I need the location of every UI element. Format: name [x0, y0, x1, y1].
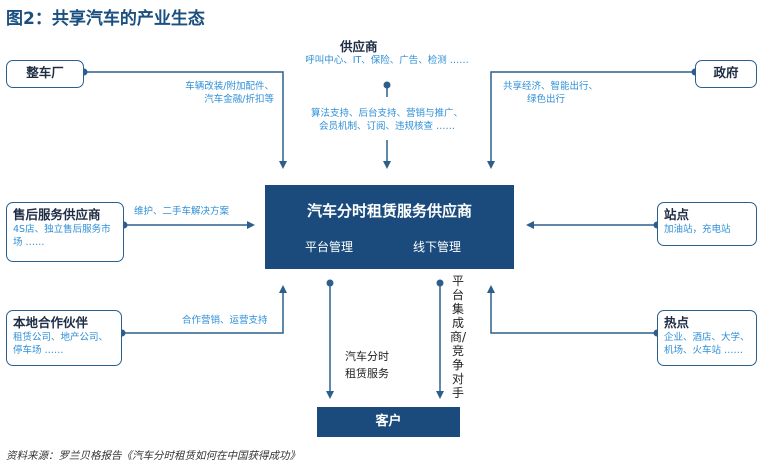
offline-management-label: 线下管理	[413, 240, 462, 254]
platform-management-label: 平台管理	[305, 240, 354, 254]
service-arrow	[326, 279, 334, 399]
customer-box: 客户	[317, 407, 460, 437]
hotspot-box: 热点 企业、酒店、大学、 机场、火车站 ……	[657, 310, 757, 366]
supplier-desc: 呼叫中心、IT、保险、广告、检测 ……	[305, 55, 469, 66]
station-box: 站点 加油站，充电站	[657, 202, 757, 246]
hotspot-title: 热点	[664, 315, 690, 330]
oem-title: 整车厂	[26, 65, 64, 80]
aftersales-arrow-label: 维护、二手车解决方案	[134, 206, 230, 217]
figure-title: 图2：共享汽车的产业生态	[6, 9, 205, 29]
partner-title: 本地合作伙伴	[13, 315, 89, 330]
source-footnote: 资料来源：罗兰贝格报告《汽车分时租赁如何在中国获得成功》	[6, 450, 300, 462]
platform-integrator-label: 平台集成商/竞争对手	[449, 274, 467, 400]
rental-service-provider-box	[265, 185, 514, 269]
partner-arrow-label: 合作营销、运营支持	[182, 315, 268, 326]
aftersales-box: 售后服务供应商 4S店、独立售后服务市 场 ……	[6, 202, 124, 262]
partner-arrow	[118, 285, 287, 337]
station-title: 站点	[664, 207, 690, 222]
service-label: 汽车分时 租赁服务	[345, 350, 389, 380]
oem-box: 整车厂	[6, 60, 84, 88]
hotspot-arrow	[487, 285, 661, 337]
station-arrow	[526, 221, 661, 229]
government-title: 政府	[713, 65, 739, 80]
oem-arrow-label: 车辆改装/附加配件、 汽车金融/折扣等	[185, 81, 274, 105]
supplier-arrow-label: 算法支持、后台支持、营销与推广、 会员机制、订阅、违规核查 ……	[310, 108, 463, 132]
partner-box: 本地合作伙伴 租赁公司、地产公司、 停车场 ……	[6, 310, 122, 366]
supplier-title: 供应商	[340, 39, 378, 54]
government-box: 政府	[695, 60, 757, 88]
aftersales-arrow	[120, 221, 255, 229]
platform-arrow	[436, 279, 444, 399]
supplier-arrow	[383, 81, 391, 169]
aftersales-title: 售后服务供应商	[13, 207, 101, 222]
rental-service-provider-title: 汽车分时租赁服务供应商	[306, 202, 472, 220]
government-arrow-label: 共享经济、智能出行、 绿色出行	[503, 81, 599, 105]
